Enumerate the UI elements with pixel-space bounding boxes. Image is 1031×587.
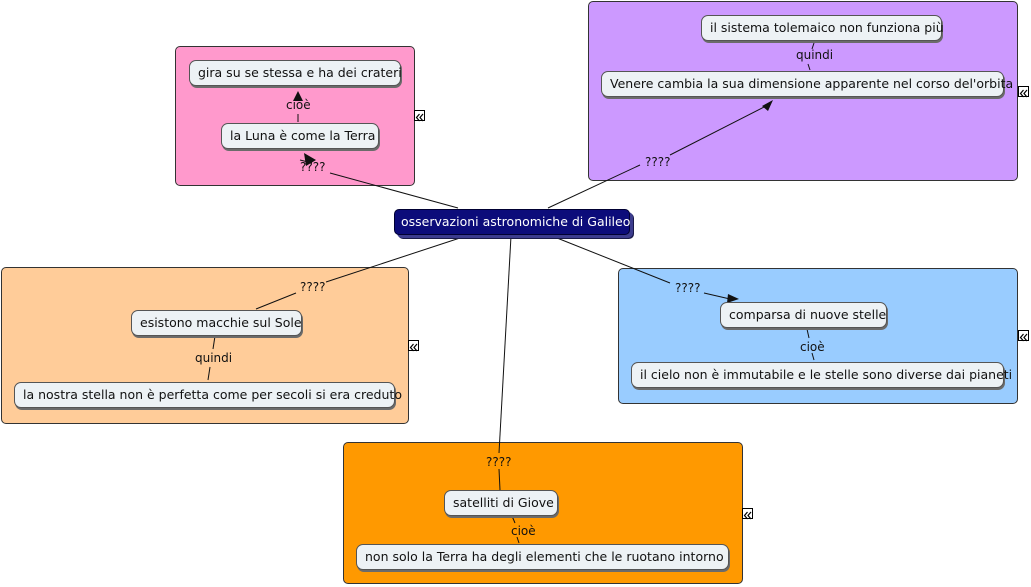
link-label-stelle-inner: cioè	[800, 340, 825, 354]
expand-icon-stelle[interactable]	[1018, 330, 1029, 342]
expand-icon-luna[interactable]	[414, 110, 425, 122]
link-label-stelle: ????	[675, 281, 701, 295]
concept-venere[interactable]: Venere cambia la sua dimensione apparent…	[601, 71, 1013, 97]
concept-giove[interactable]: satelliti di Giove	[444, 490, 558, 516]
concept-venere-detail[interactable]: il sistema tolemaico non funziona più	[701, 15, 944, 41]
concept-giove-detail[interactable]: non solo la Terra ha degli elementi che …	[356, 544, 729, 570]
link-label-sole-inner: quindi	[195, 351, 233, 365]
double-chevron-left-icon	[1019, 89, 1028, 98]
concept-sole[interactable]: esistono macchie sul Sole	[131, 310, 302, 336]
concept-luna-detail[interactable]: gira su se stessa e ha dei crateri	[189, 60, 402, 86]
expand-icon-sole[interactable]	[408, 340, 419, 352]
root-node[interactable]: osservazioni astronomiche di Galileo	[394, 209, 630, 235]
concept-stelle[interactable]: comparsa di nuove stelle	[720, 302, 887, 328]
link-label-giove: ????	[486, 455, 512, 469]
double-chevron-left-icon	[1019, 333, 1028, 342]
link-label-venere: ????	[645, 155, 671, 169]
expand-icon-venere[interactable]	[1018, 86, 1029, 98]
double-chevron-left-icon	[409, 343, 418, 352]
concept-luna[interactable]: la Luna è come la Terra	[221, 123, 379, 149]
link-label-sole: ????	[300, 280, 326, 294]
concept-sole-detail[interactable]: la nostra stella non è perfetta come per…	[14, 382, 402, 408]
expand-icon-giove[interactable]	[742, 508, 753, 520]
concept-stelle-detail[interactable]: il cielo non è immutabile e le stelle so…	[631, 362, 1012, 388]
link-label-luna-inner: cioè	[286, 98, 311, 112]
double-chevron-left-icon	[743, 511, 752, 520]
double-chevron-left-icon	[415, 113, 424, 122]
link-label-luna: ????	[300, 160, 326, 174]
link-label-venere-inner: quindi	[796, 48, 834, 62]
link-label-giove-inner: cioè	[511, 524, 536, 538]
